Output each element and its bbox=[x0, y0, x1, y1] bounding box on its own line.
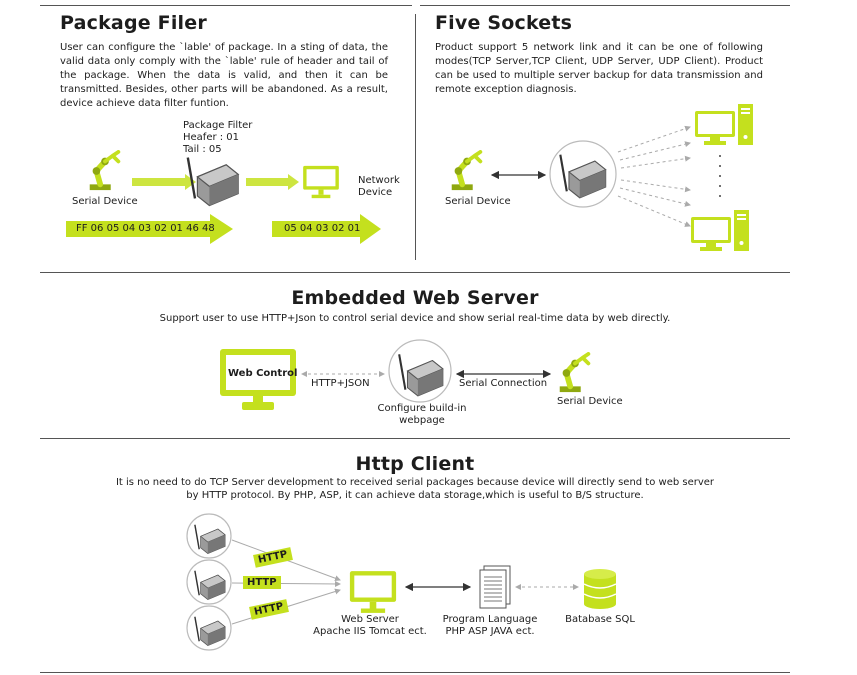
http-tag-2: HTTP bbox=[243, 576, 281, 589]
package-filter-label: Package Filter bbox=[183, 120, 253, 131]
serial-device-robot-icon-webserver bbox=[560, 354, 589, 392]
package-filter-title: Package Filer bbox=[60, 12, 207, 34]
configure-label-1: Configure build-in bbox=[377, 403, 467, 414]
five-sockets-description: Product support 5 network link and it ca… bbox=[435, 42, 763, 95]
five-sockets-title: Five Sockets bbox=[435, 12, 573, 34]
serial-device-label-filter: Serial Device bbox=[72, 196, 138, 207]
package-filter-description: User can configure the `lable' of packag… bbox=[60, 42, 388, 109]
header-label: Heafer : 01 bbox=[183, 132, 240, 143]
serial-device-robot-icon bbox=[90, 152, 119, 190]
rule-after-top bbox=[40, 272, 790, 273]
web-server-label-1: Web Server bbox=[341, 614, 399, 625]
arrow-to-filter bbox=[132, 174, 196, 190]
http-client-desc-2: by HTTP protocol. By PHP, ASP, it can ac… bbox=[186, 490, 644, 501]
serial-device-label-webserver: Serial Device bbox=[557, 396, 623, 407]
database-label: Batabase SQL bbox=[565, 614, 635, 625]
web-server-label-2: Apache IIS Tomcat ect. bbox=[313, 626, 427, 637]
tail-label: Tail : 05 bbox=[183, 144, 222, 155]
section-vertical-divider bbox=[415, 14, 416, 260]
rule-bottom bbox=[40, 672, 790, 673]
program-language-document-icon bbox=[479, 565, 511, 609]
input-data-arrow bbox=[66, 214, 233, 244]
rule-after-webserver bbox=[40, 438, 790, 439]
network-device-label-1: Network bbox=[358, 175, 400, 186]
output-data-arrow bbox=[272, 214, 381, 244]
database-icon bbox=[583, 569, 617, 609]
network-device-monitor-icon bbox=[303, 165, 339, 199]
top-rule-left bbox=[40, 5, 412, 6]
web-server-monitor-icon bbox=[349, 571, 397, 613]
arrow-to-network bbox=[246, 174, 299, 190]
serial-device-robot-icon-sockets bbox=[452, 152, 481, 190]
server-pc-icon-top bbox=[695, 104, 753, 145]
output-data-text: 05 04 03 02 01 bbox=[284, 223, 361, 234]
top-rule-right bbox=[420, 5, 790, 6]
http-client-desc-1: It is no need to do TCP Server developme… bbox=[115, 477, 715, 488]
serial-connection-label: Serial Connection bbox=[459, 378, 548, 389]
http-json-label: HTTP+JSON bbox=[311, 378, 370, 389]
web-server-title: Embedded Web Server bbox=[291, 287, 539, 309]
configure-label-2: webpage bbox=[399, 415, 445, 426]
program-language-label-1: Program Language bbox=[442, 614, 538, 625]
program-language-label-2: PHP ASP JAVA ect. bbox=[445, 626, 535, 637]
http-client-title: Http Client bbox=[355, 453, 475, 475]
network-device-label-2: Device bbox=[358, 187, 393, 198]
serial-device-label-sockets: Serial Device bbox=[445, 196, 511, 207]
input-data-text: FF 06 05 04 03 02 01 46 48 bbox=[76, 223, 215, 234]
server-pc-icon-bottom bbox=[691, 210, 749, 251]
web-control-label: Web Control bbox=[228, 368, 298, 379]
web-server-subtitle: Support user to use HTTP+Json to control… bbox=[159, 313, 671, 324]
